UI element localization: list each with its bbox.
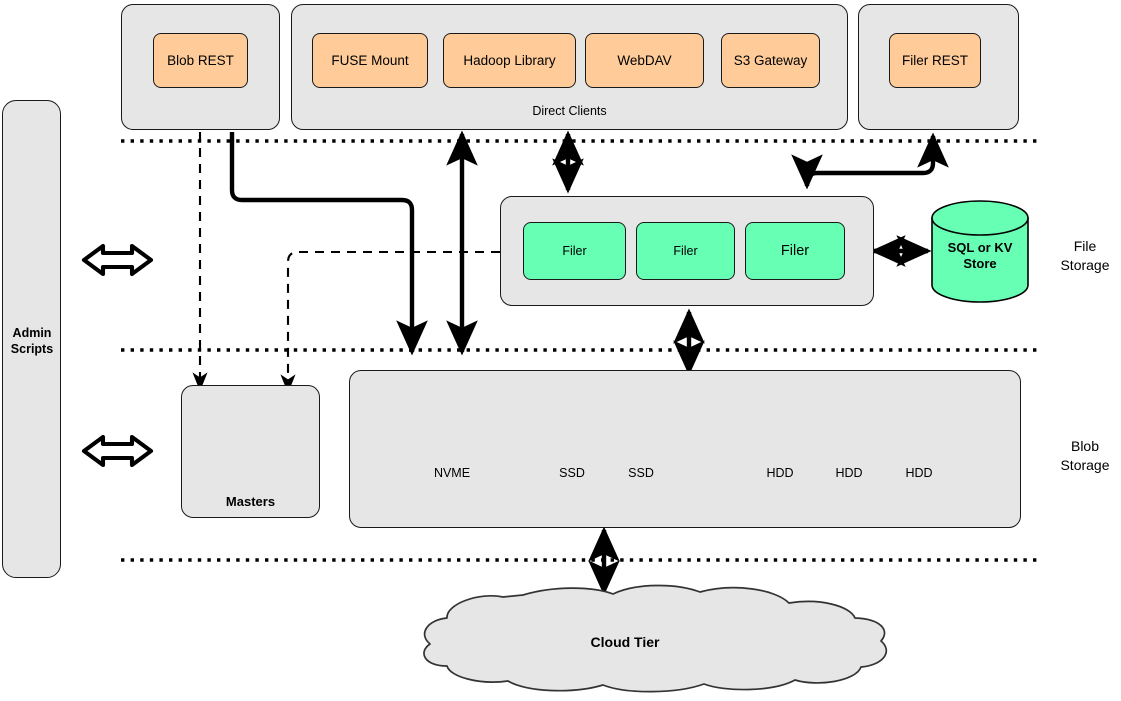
client-label: Hadoop Library: [463, 52, 556, 68]
tier-label-blob-storage: Blob Storage: [1060, 438, 1110, 473]
cloud-tier-label: Cloud Tier: [590, 634, 660, 650]
client-fuse-mount[interactable]: FUSE Mount: [312, 33, 428, 88]
client-hadoop-library[interactable]: Hadoop Library: [443, 33, 576, 88]
direct-clients-caption: Direct Clients: [532, 104, 607, 118]
client-s3-gateway[interactable]: S3 Gateway: [721, 33, 820, 88]
client-label: FUSE Mount: [331, 52, 409, 68]
filer-node-1[interactable]: Filer: [523, 222, 626, 280]
disk-label-nvme: NVME: [433, 466, 471, 480]
masters-group: [181, 385, 320, 518]
masters-label: Masters: [225, 494, 276, 509]
disk-label-ssd-2: SSD: [628, 466, 654, 480]
disk-label-hdd-3: HDD: [905, 466, 933, 480]
metastore-label: SQL or KV Store: [947, 240, 1013, 272]
client-label: WebDAV: [617, 52, 672, 68]
tier-label-file-storage: File Storage: [1060, 238, 1110, 273]
client-label: Blob REST: [167, 52, 234, 68]
client-label: Filer REST: [901, 52, 968, 68]
admin-scripts-label: Admin Scripts: [10, 326, 54, 357]
client-label: S3 Gateway: [733, 52, 808, 68]
disk-label-ssd-1: SSD: [559, 466, 585, 480]
volume-servers-group: [349, 370, 1021, 528]
admin-scripts-panel[interactable]: [2, 100, 61, 578]
disk-label-hdd-2: HDD: [835, 466, 863, 480]
filer-node-3[interactable]: Filer: [745, 222, 845, 280]
client-webdav[interactable]: WebDAV: [585, 33, 704, 88]
disk-label-hdd-1: HDD: [766, 466, 794, 480]
client-filer-rest[interactable]: Filer REST: [889, 33, 981, 88]
admin-arrow-file: [81, 243, 154, 277]
connector-filerrest-filer: [791, 132, 949, 190]
filer-node-2[interactable]: Filer: [636, 222, 735, 280]
admin-arrow-blob: [81, 434, 154, 468]
connector-blobrest-volumes: [229, 132, 428, 356]
client-blob-rest[interactable]: Blob REST: [153, 33, 248, 88]
filer-label: Filer: [673, 243, 698, 258]
filer-label: Filer: [562, 243, 587, 258]
filer-label: Filer: [780, 242, 810, 259]
